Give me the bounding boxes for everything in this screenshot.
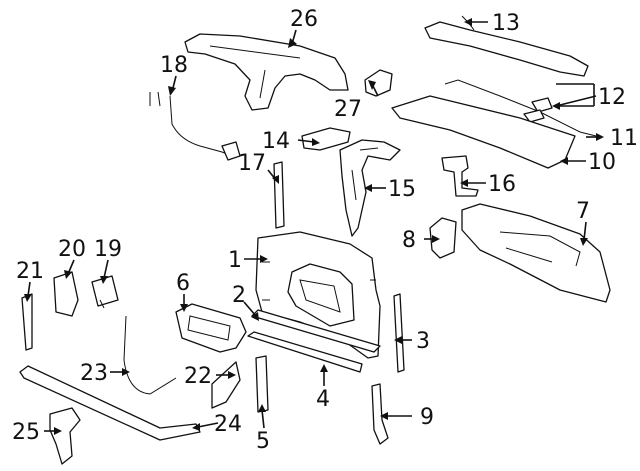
arrowheads xyxy=(24,18,604,435)
callout-13: 13 xyxy=(492,11,520,36)
part-10-deflector xyxy=(391,95,576,169)
part-18-harness xyxy=(149,91,241,161)
part-6-deflector xyxy=(175,303,247,353)
part-15-latch-support xyxy=(339,139,401,237)
callout-12: 12 xyxy=(598,85,626,110)
part-3-seal xyxy=(393,293,405,373)
part-23-cable xyxy=(123,315,177,395)
callout-15: 15 xyxy=(388,177,416,202)
part-7-baffle xyxy=(461,203,611,303)
part-27-bracket xyxy=(364,69,393,97)
part-5-bracket xyxy=(255,355,269,413)
callout-24: 24 xyxy=(214,412,242,437)
callout-19: 19 xyxy=(94,237,122,262)
callout-18: 18 xyxy=(160,53,188,78)
callout-10: 10 xyxy=(588,150,616,175)
callout-14: 14 xyxy=(262,129,290,154)
part-12-clips xyxy=(523,97,553,123)
callout-1: 1 xyxy=(228,248,242,273)
callout-25: 25 xyxy=(12,420,40,445)
callout-21: 21 xyxy=(16,259,44,284)
part-24-seal xyxy=(19,365,201,441)
callout-20: 20 xyxy=(58,237,86,262)
callout-4: 4 xyxy=(316,387,330,412)
callout-11: 11 xyxy=(610,126,638,151)
callout-16: 16 xyxy=(488,172,516,197)
part-8-duct xyxy=(429,217,457,259)
callout-7: 7 xyxy=(576,199,590,224)
callout-6: 6 xyxy=(176,271,190,296)
callout-22: 22 xyxy=(184,364,212,389)
part-21-rod xyxy=(21,293,33,351)
callout-23: 23 xyxy=(80,361,108,386)
part-17-rod xyxy=(273,161,285,229)
part-26-tie-bar xyxy=(184,33,349,111)
part-2-seal xyxy=(251,309,381,353)
callout-17: 17 xyxy=(238,151,266,176)
callout-3: 3 xyxy=(416,329,430,354)
part-14-hinge xyxy=(301,127,351,151)
callout-26: 26 xyxy=(290,7,318,32)
callout-2: 2 xyxy=(232,283,246,308)
callout-labels: 26 13 18 27 12 11 10 14 17 15 16 7 8 1 6… xyxy=(12,7,638,454)
part-25-bracket xyxy=(49,407,81,465)
part-11-seal xyxy=(444,79,597,137)
part-9-bracket xyxy=(371,383,389,445)
part-1-radiator-support xyxy=(255,231,381,359)
part-4-lower-seal xyxy=(247,331,363,373)
callout-8: 8 xyxy=(402,228,416,253)
callout-27: 27 xyxy=(334,97,362,122)
part-22-bracket xyxy=(211,361,241,409)
callout-5: 5 xyxy=(256,429,270,454)
callout-9: 9 xyxy=(420,405,434,430)
part-16-bracket xyxy=(441,155,479,197)
